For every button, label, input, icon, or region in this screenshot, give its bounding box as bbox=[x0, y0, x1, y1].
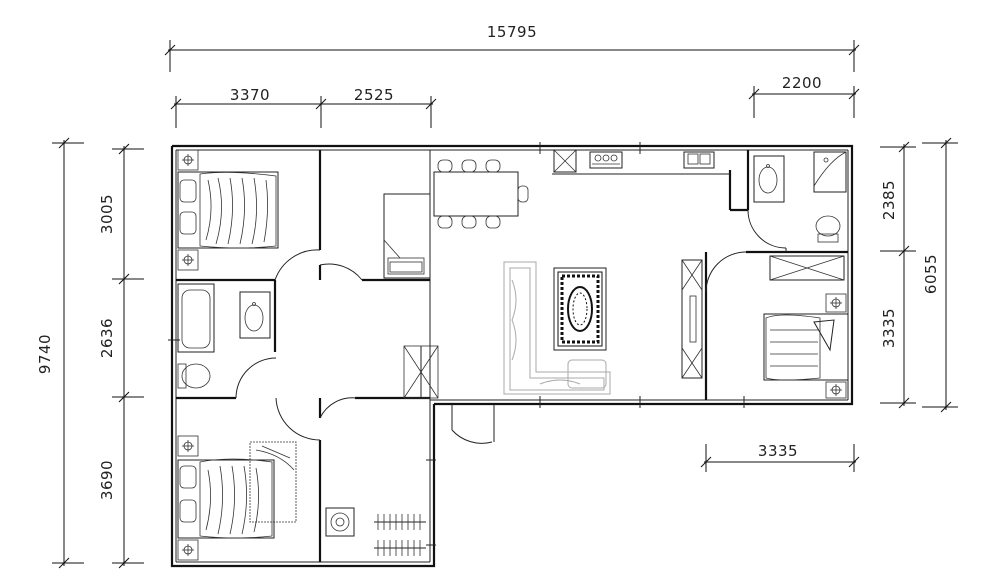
dim-right-upper-label: 2385 bbox=[880, 180, 898, 220]
dim-bottom-right-room-label: 3335 bbox=[758, 442, 798, 460]
dim-top-right-room-label: 2200 bbox=[782, 74, 822, 92]
dim-right-segments bbox=[880, 141, 916, 409]
dim-top-left-room-label: 3370 bbox=[230, 86, 270, 104]
door-bathroom bbox=[235, 357, 277, 399]
dim-left-segments bbox=[112, 143, 144, 569]
bed-bottom-left bbox=[177, 435, 297, 561]
dim-left-upper-label: 3005 bbox=[98, 194, 116, 234]
dining-table bbox=[433, 159, 529, 229]
dim-overall-width-label: 15795 bbox=[487, 23, 537, 41]
dim-right-total-label: 6055 bbox=[922, 254, 940, 294]
living-area bbox=[503, 259, 703, 395]
dim-top-right-room bbox=[748, 86, 860, 118]
door-entry bbox=[451, 429, 493, 444]
dimension-lines: 15795 3370 2525 2200 3 bbox=[36, 23, 958, 569]
dim-left-lower-label: 3690 bbox=[98, 460, 116, 500]
bathroom-ensuite bbox=[753, 151, 847, 243]
door-bedroom-1 bbox=[274, 249, 321, 281]
desk-top-mid bbox=[383, 193, 431, 279]
dim-overall-depth-label: 9740 bbox=[36, 334, 54, 374]
dim-overall-width bbox=[164, 40, 860, 72]
dim-overall-depth bbox=[52, 137, 84, 569]
bathroom-left bbox=[177, 283, 271, 389]
dim-right-lower-label: 3335 bbox=[880, 308, 898, 348]
walls bbox=[168, 142, 854, 568]
bed-top-left bbox=[177, 149, 279, 271]
dim-top-mid-room-label: 2525 bbox=[354, 86, 394, 104]
door-bedroom-3 bbox=[705, 251, 747, 293]
dim-bottom-right-room bbox=[700, 444, 860, 472]
door-bedroom-2 bbox=[275, 397, 321, 441]
doors bbox=[235, 209, 787, 444]
laundry-closet bbox=[325, 345, 439, 556]
dim-left-middle-label: 2636 bbox=[98, 318, 116, 358]
door-ensuite bbox=[747, 209, 787, 249]
dim-top-rooms bbox=[170, 96, 437, 128]
door-closet bbox=[319, 397, 357, 419]
bed-right bbox=[763, 255, 849, 399]
dim-right-total bbox=[922, 137, 958, 413]
kitchen bbox=[553, 149, 715, 173]
